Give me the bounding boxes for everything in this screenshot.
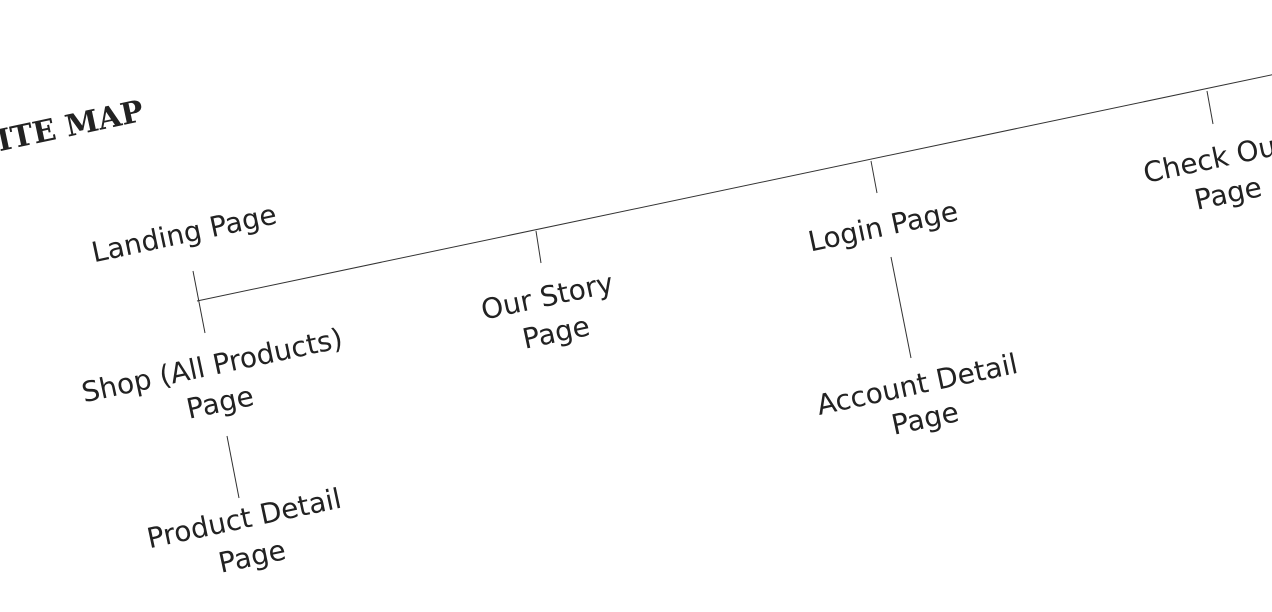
site-map-title: ITE MAP	[0, 94, 147, 159]
node-shop-page-line2: Page	[184, 379, 257, 425]
main-connector-line	[196, 74, 1272, 302]
landing-shop-connector	[192, 270, 206, 334]
node-product-detail-line2: Page	[216, 533, 289, 579]
login-account-connector	[890, 256, 912, 359]
shop-product-connector	[226, 435, 240, 499]
our-story-connector	[535, 230, 542, 264]
login-connector	[870, 160, 878, 194]
node-landing-page: Landing Page	[89, 198, 280, 269]
check-out-connector	[1206, 90, 1214, 125]
node-login-page: Login Page	[805, 195, 961, 259]
